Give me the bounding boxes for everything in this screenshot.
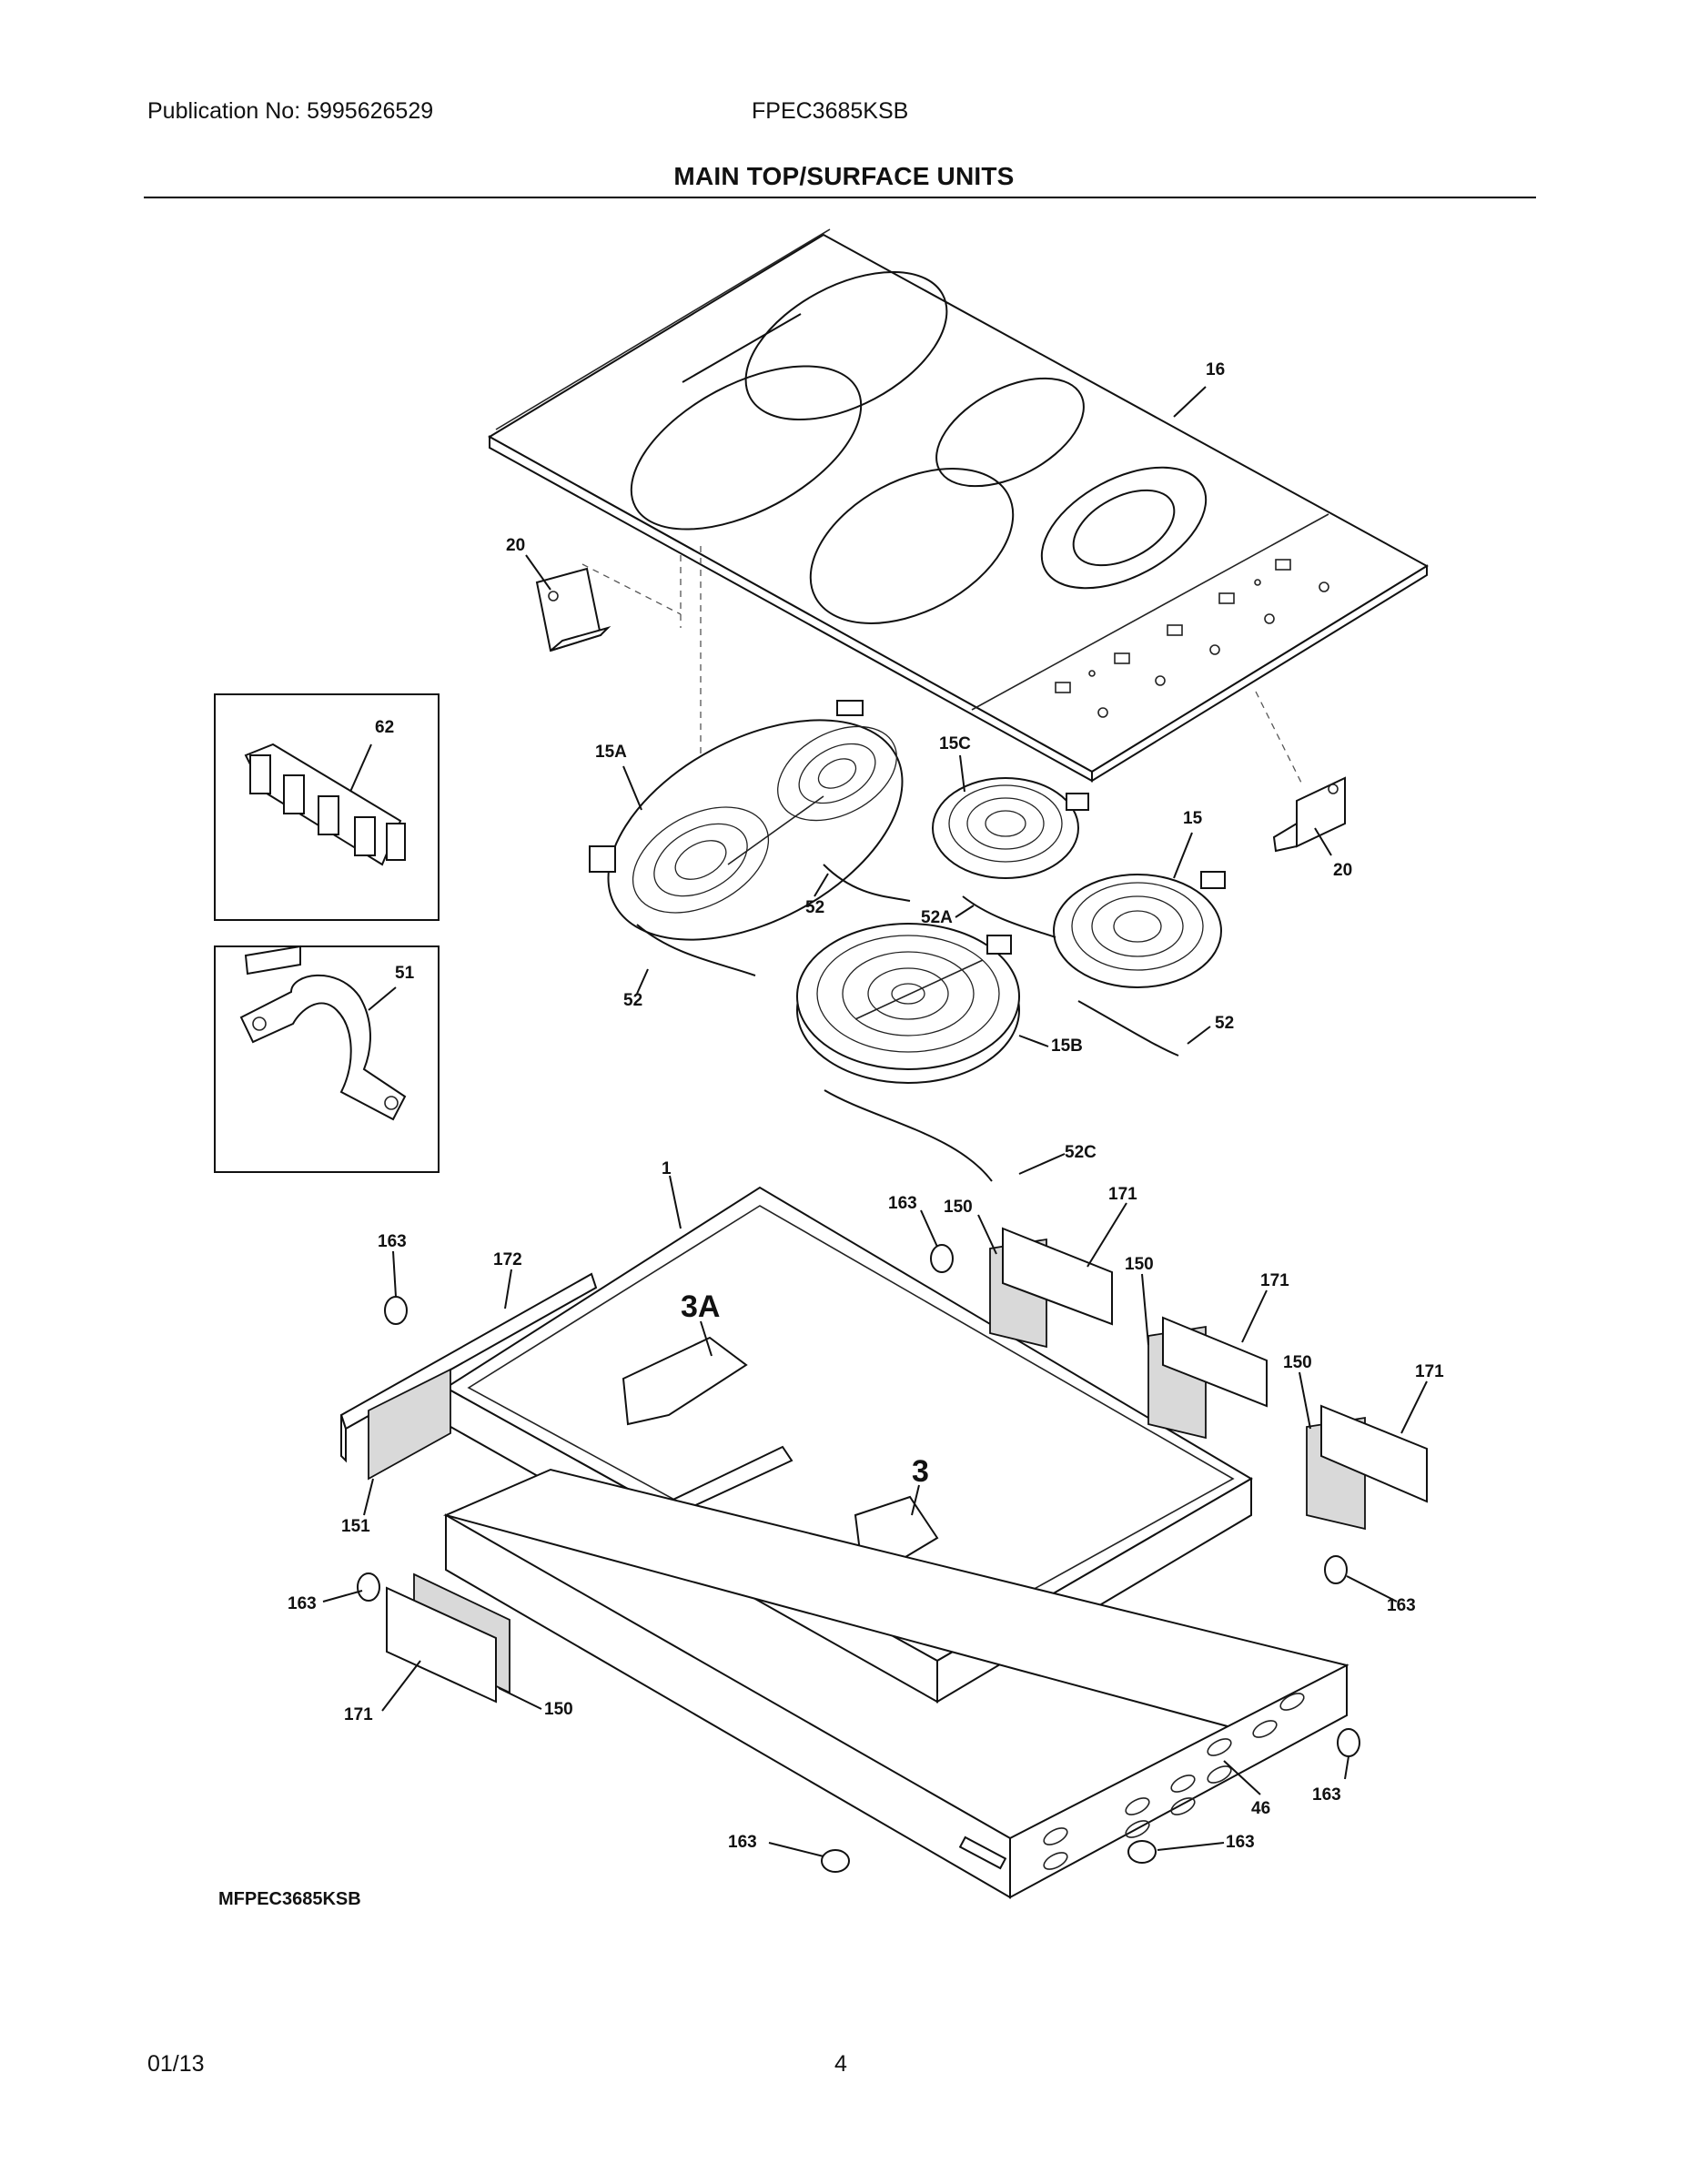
insulation-part-151 (368, 1368, 451, 1481)
callout-51: 51 (395, 964, 415, 983)
publication-number: Publication No: 5995626529 (147, 98, 434, 124)
callout-163-e: 163 (1312, 1785, 1341, 1805)
callout-52-b: 52 (623, 991, 642, 1010)
inset-box-terminal-block (214, 693, 440, 921)
callout-150-c: 150 (1283, 1353, 1312, 1372)
side-panel-part-172 (339, 1272, 598, 1463)
rubber-foot-part-163 (357, 1244, 1360, 1873)
callout-163-b: 163 (378, 1232, 407, 1251)
page-title: MAIN TOP/SURFACE UNITS (673, 162, 1015, 190)
callout-171-c: 171 (1415, 1362, 1444, 1381)
callout-15: 15 (1183, 809, 1203, 828)
callout-20-left: 20 (506, 536, 525, 555)
bracket-part-20-left (535, 567, 612, 652)
callout-163-a: 163 (888, 1194, 917, 1213)
clamp-part-51 (239, 945, 407, 1121)
callout-150-b: 150 (1125, 1255, 1154, 1274)
callout-3A: 3A (681, 1289, 720, 1324)
diagram-code: MFPEC3685KSB (218, 1889, 361, 1909)
callout-151: 151 (341, 1517, 370, 1536)
callout-3: 3 (912, 1454, 929, 1489)
callout-15C: 15C (939, 734, 971, 753)
callout-163-d: 163 (1387, 1596, 1416, 1615)
callout-171-a: 171 (1108, 1185, 1137, 1204)
bottom-pan-part-46 (442, 1468, 1349, 1899)
callout-163-f: 163 (728, 1833, 757, 1852)
terminal-block-part-62 (244, 743, 406, 866)
insulation-group-150-171 (386, 1227, 1428, 1704)
page-number: 4 (834, 2051, 847, 2077)
callout-52-a: 52 (805, 898, 824, 917)
callout-62: 62 (375, 718, 394, 737)
dual-element-part-15A (589, 700, 904, 941)
mounting-strap-part-52 (636, 864, 1179, 1182)
callout-171-d: 171 (344, 1705, 373, 1724)
callout-15A: 15A (595, 743, 627, 762)
callout-171-b: 171 (1260, 1271, 1289, 1290)
callout-150-a: 150 (944, 1198, 973, 1217)
callout-52A: 52A (921, 908, 953, 927)
callout-52C: 52C (1065, 1143, 1097, 1162)
callout-163-g: 163 (1226, 1833, 1255, 1852)
callout-172: 172 (493, 1250, 522, 1269)
callout-16: 16 (1206, 360, 1225, 379)
callout-163-c: 163 (288, 1594, 317, 1613)
callout-15B: 15B (1051, 1036, 1083, 1056)
element-part-15 (1053, 871, 1226, 988)
model-number: FPEC3685KSB (752, 98, 909, 124)
small-element-part-15C (932, 777, 1089, 879)
callout-20-right: 20 (1333, 861, 1352, 880)
footer-date: 01/13 (147, 2051, 205, 2077)
large-element-part-15B (796, 923, 1020, 1084)
callout-52-c: 52 (1215, 1014, 1234, 1033)
callout-150-d: 150 (544, 1700, 573, 1719)
bracket-part-20-right (1272, 776, 1346, 853)
callout-46: 46 (1251, 1799, 1270, 1818)
callout-1: 1 (662, 1159, 672, 1178)
title-divider (144, 197, 1536, 198)
glass-cooktop-part-16 (488, 228, 1429, 783)
callout-leader-lines (322, 386, 1428, 1857)
inset-box-clamp (214, 945, 440, 1173)
